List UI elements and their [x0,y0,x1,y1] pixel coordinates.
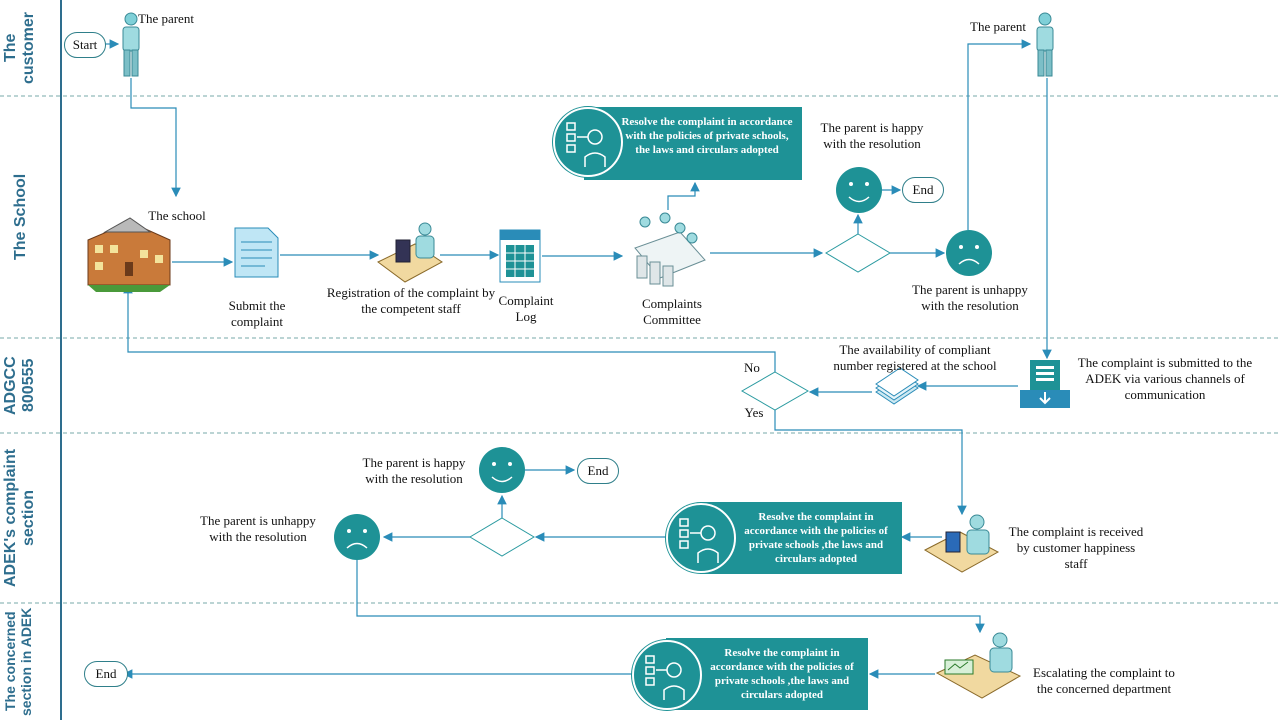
committee-meeting-icon [634,212,706,287]
adek-happy-label: The parent is happy with the resolution [362,455,466,486]
happiness-staff-icon [923,514,1000,573]
concerned-end-terminal: End [84,661,128,687]
resolve-text: Resolve the complaint in accordance with… [744,511,888,565]
submitted-label: The complaint is submitted to the ADEK v… [1077,355,1253,402]
connector [967,39,1032,230]
sad-face-icon [946,230,992,276]
escalation-staff-icon [935,632,1022,699]
connector [123,283,776,372]
connector [130,78,181,198]
submit-complaint-label: Submit the complaint [228,298,286,329]
parent-label: The parent [970,19,1026,34]
received-label: The complaint is received by customer ha… [1008,524,1144,571]
staff-desk-icon [377,222,443,283]
decision-diamond [825,233,891,273]
availability-label: The availability of compliant number reg… [833,342,997,373]
resolve-text: Resolve the complaint in accordance with… [710,647,854,701]
connector [774,410,967,516]
complaint-log-label: Complaint Log [498,293,554,324]
sad-face-icon [334,514,380,560]
escalate-label: Escalating the complaint to the concerne… [1033,665,1175,696]
connector [356,560,985,634]
connector [667,181,700,210]
document-icon [234,227,279,278]
registration-label: Registration of the complaint by the com… [326,285,496,316]
parent-person-icon [1036,12,1054,77]
lane-label-customer: The customer [2,11,37,85]
lane-label-adek-complaint: ADEK's complaint section [2,448,37,588]
committee-label: Complaints Committee [642,296,702,327]
checklist-person-icon [666,503,736,573]
school-happy-label: The parent is happy with the resolution [820,120,924,151]
school-label: The school [148,208,206,223]
no-label: No [744,360,760,375]
adek-unhappy-label: The parent is unhappy with the resolutio… [200,513,316,544]
paper-stack-icon [875,367,919,405]
parent-person-icon [122,12,140,77]
start-terminal: Start [64,32,106,58]
resolve-callout: Resolve the complaint in accordance with… [700,502,902,574]
checklist-person-icon [632,640,702,710]
checklist-person-icon [553,107,623,177]
school-end-terminal: End [902,177,944,203]
submission-tray-icon [1020,360,1070,408]
decision-diamond [469,517,535,557]
happy-face-icon [479,447,525,493]
lane-label-school: The School [12,173,29,261]
happy-face-icon [836,167,882,213]
parent-label: The parent [138,11,194,26]
lane-label-concerned-section: The concerned section in ADEK [2,607,34,716]
school-unhappy-label: The parent is unhappy with the resolutio… [912,282,1028,313]
school-building-icon [87,217,171,292]
complaint-log-icon [499,229,541,283]
decision-diamond [740,371,810,411]
resolve-text: Resolve the complaint in accordance with… [621,116,793,156]
lane-label-adgcc: ADGCC 800555 [2,356,37,415]
adek-end-terminal: End [577,458,619,484]
yes-label: Yes [744,405,764,420]
